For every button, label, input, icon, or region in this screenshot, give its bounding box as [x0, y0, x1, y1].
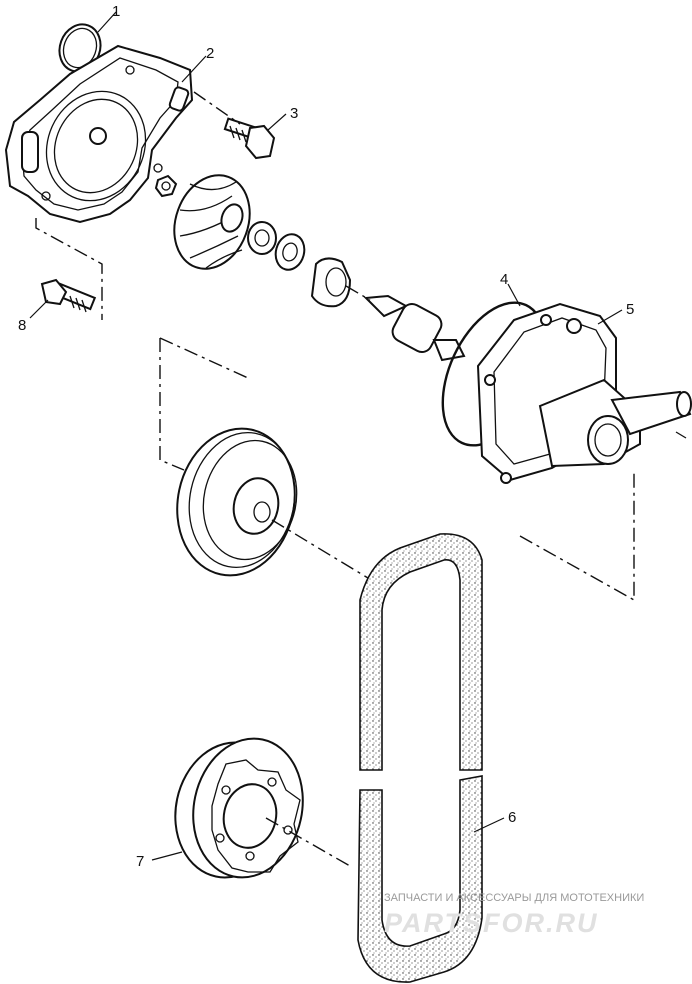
- watermark-caption: ЗАПЧАСТИ И АКСЕССУАРЫ ДЛЯ МОТОТЕХНИКИ: [384, 892, 644, 904]
- drive-belt-part: [357, 533, 483, 983]
- pump-housing-part: [476, 302, 692, 484]
- callout-7: 7: [136, 853, 144, 870]
- watermark: ЗАПЧАСТИ И АКСЕССУАРЫ ДЛЯ МОТОТЕХНИКИ PA…: [384, 892, 644, 938]
- callout-3: 3: [290, 105, 298, 122]
- lower-pulley-part: [174, 737, 304, 879]
- callout-6: 6: [508, 809, 516, 826]
- o-ring-part: [58, 23, 102, 73]
- assembly-centerlines: [35, 91, 635, 867]
- callout-8: 8: [18, 317, 26, 334]
- callout-1: 1: [112, 3, 120, 20]
- callout-labels: 1 2 3 4 5 6 7 8: [18, 3, 634, 870]
- impeller-assembly: [154, 174, 352, 308]
- watermark-brand: PARTSFOR.RU: [384, 908, 599, 938]
- pump-shaft-part: [363, 294, 466, 362]
- leader-lines: [29, 11, 623, 861]
- callout-5: 5: [626, 301, 634, 318]
- callout-4: 4: [500, 271, 508, 288]
- callout-2: 2: [206, 45, 214, 62]
- upper-pulley-part: [176, 427, 298, 577]
- pump-cover-part: [4, 44, 194, 224]
- screw-part: [40, 278, 97, 313]
- cover-bolt-part: [223, 117, 276, 160]
